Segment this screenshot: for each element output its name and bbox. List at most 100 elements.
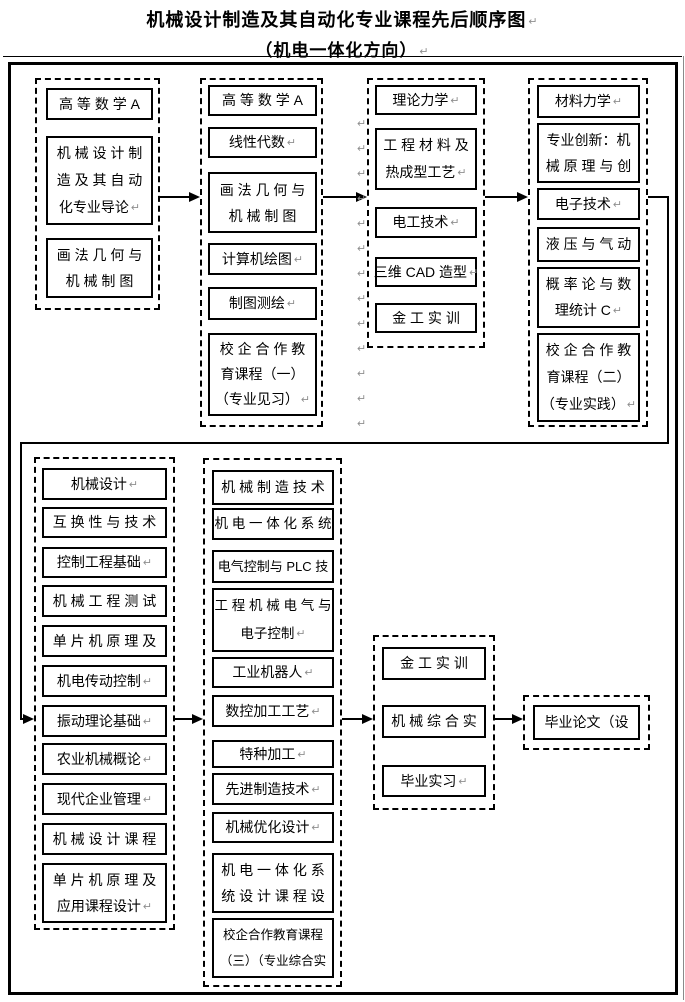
connector-line bbox=[160, 196, 192, 198]
arrow-right-icon bbox=[192, 714, 203, 724]
course-box-mcu-application-design: 单 片 机 原 理 及应用课程设计↵ bbox=[42, 863, 167, 923]
course-box-text: 校 企 合 作 教 bbox=[219, 340, 306, 357]
course-box-computer-drawing: 计算机绘图↵ bbox=[208, 243, 317, 275]
return-mark-icon: ↵ bbox=[357, 393, 367, 405]
course-box-mech-comprehensive-practice: 机 械 综 合 实 bbox=[382, 705, 486, 738]
arrow-right-icon bbox=[356, 192, 367, 202]
course-box-electrician-technology: 电工技术↵ bbox=[375, 207, 477, 238]
return-mark-icon: ↵ bbox=[142, 900, 153, 913]
connector-line bbox=[485, 196, 520, 198]
course-box-descriptive-geometry-1: 画 法 几 何 与机 械 制 图 bbox=[46, 238, 153, 298]
course-box-linear-algebra: 线性代数↵ bbox=[208, 127, 317, 158]
course-box-text: 特种加工↵ bbox=[239, 745, 307, 762]
return-mark-icon: ↵ bbox=[142, 675, 153, 688]
course-box-industrial-robots: 工业机器人↵ bbox=[212, 657, 334, 688]
course-box-text: 机 电 一 体 化 系 bbox=[221, 862, 325, 878]
course-box-text: 电子技术↵ bbox=[554, 195, 623, 212]
course-group-term1 bbox=[35, 78, 160, 310]
course-box-agricultural-machinery: 农业机械概论↵ bbox=[42, 743, 167, 775]
return-mark-icon: ↵ bbox=[458, 775, 468, 788]
return-mark-icon: ↵ bbox=[357, 268, 367, 280]
course-group-term8 bbox=[523, 695, 650, 750]
return-mark-icon: ↵ bbox=[311, 783, 321, 796]
course-box-special-machining: 特种加工↵ bbox=[212, 740, 334, 768]
connector-line bbox=[175, 718, 195, 720]
course-box-text: 先进制造技术↵ bbox=[225, 780, 321, 797]
return-mark-icon: ↵ bbox=[142, 793, 153, 806]
return-mark-icon: ↵ bbox=[450, 94, 460, 107]
course-box-text: 统 设 计 课 程 设 bbox=[221, 888, 325, 904]
course-group-term7 bbox=[373, 635, 495, 810]
course-box-text: 工业机器人↵ bbox=[232, 663, 314, 680]
return-mark-icon: ↵ bbox=[357, 118, 367, 130]
return-mark-icon: ↵ bbox=[469, 266, 479, 279]
course-box-text: 制图测绘↵ bbox=[228, 294, 297, 311]
course-box-text: 毕业论文（设 bbox=[544, 714, 629, 730]
course-box-text: 高 等 数 学 A bbox=[222, 92, 303, 108]
course-box-mech-engineering-testing: 机 械 工 程 测 试 bbox=[42, 585, 167, 617]
connector-line bbox=[667, 196, 669, 444]
return-mark-icon: ↵ bbox=[142, 556, 153, 569]
course-box-electronic-technology: 电子技术↵ bbox=[537, 188, 640, 220]
return-mark-icon: ↵ bbox=[357, 368, 367, 380]
course-box-control-engineering: 控制工程基础↵ bbox=[42, 547, 167, 578]
connector-line bbox=[20, 442, 22, 720]
return-mark-icon: ↵ bbox=[357, 143, 367, 155]
return-mark-icon: ↵ bbox=[311, 821, 321, 834]
course-box-school-enterprise-course-1: 校 企 合 作 教育课程（一） （专业见习）↵ bbox=[208, 333, 317, 416]
course-group-term3 bbox=[367, 78, 485, 348]
arrow-right-icon bbox=[512, 714, 523, 724]
course-box-construction-machinery-electrics: 工 程 机 械 电 气 与电子控制↵ bbox=[212, 588, 334, 652]
course-box-text: 育课程（一） bbox=[220, 365, 305, 382]
course-box-text: （专业见习）↵ bbox=[214, 390, 311, 407]
course-box-text: （三）（专业综合实 bbox=[219, 954, 327, 968]
course-box-mech-optimization-design: 机械优化设计↵ bbox=[212, 812, 334, 843]
return-mark-icon: ↵ bbox=[528, 16, 539, 28]
course-box-text: 线性代数↵ bbox=[228, 133, 297, 150]
connector-line bbox=[20, 442, 669, 444]
return-mark-icon: ↵ bbox=[142, 715, 153, 728]
course-box-text: 电工技术↵ bbox=[392, 213, 460, 230]
course-box-advanced-math-a: 高 等 数 学 A bbox=[46, 88, 153, 120]
return-mark-icon: ↵ bbox=[130, 201, 141, 214]
course-box-text: 理统计 C↵ bbox=[554, 302, 623, 318]
course-box-text: 工 程 机 械 电 气 与 bbox=[214, 598, 332, 613]
course-box-material-mechanics: 材料力学↵ bbox=[537, 85, 640, 118]
arrow-right-icon bbox=[362, 714, 373, 724]
course-box-text: 理论力学↵ bbox=[392, 91, 460, 108]
course-box-text: 液 压 与 气 动 bbox=[545, 236, 632, 252]
return-mark-icon: ↵ bbox=[286, 297, 297, 310]
course-box-major-innovation: 专业创新：机械 原 理 与 创 bbox=[537, 123, 640, 183]
connector-line bbox=[323, 196, 359, 198]
page-edge-line bbox=[683, 56, 684, 1000]
course-box-text: 专业创新：机 bbox=[546, 132, 631, 148]
course-box-text: （专业实践）↵ bbox=[540, 395, 637, 412]
course-box-text: 概 率 论 与 数 bbox=[545, 276, 632, 292]
arrow-right-icon bbox=[517, 192, 528, 202]
course-group-term6 bbox=[203, 458, 342, 987]
return-mark-icon: ↵ bbox=[296, 628, 306, 640]
return-mark-icon: ↵ bbox=[612, 305, 623, 317]
return-mark-icon: ↵ bbox=[357, 168, 367, 180]
course-box-advanced-math-a2: 高 等 数 学 A bbox=[208, 85, 317, 116]
course-box-advanced-manufacturing: 先进制造技术↵ bbox=[212, 773, 334, 805]
course-box-text: 机 电 一 体 化 系 统 bbox=[214, 516, 332, 531]
course-box-text: 机 械 综 合 实 bbox=[391, 713, 477, 729]
course-box-text: 械 原 理 与 创 bbox=[545, 158, 632, 174]
page-subtitle: （机电一体化方向）↵ bbox=[255, 41, 430, 60]
course-box-text: 画 法 几 何 与 bbox=[56, 247, 143, 263]
course-box-text: 控制工程基础↵ bbox=[56, 553, 153, 570]
course-box-text: 金 工 实 训 bbox=[400, 655, 468, 671]
course-box-text: 画 法 几 何 与 bbox=[219, 181, 306, 198]
course-box-mcu-principles: 单 片 机 原 理 及 bbox=[42, 625, 167, 657]
course-box-text: 机电传动控制↵ bbox=[56, 672, 153, 689]
course-box-text: 毕业实习↵ bbox=[400, 772, 468, 789]
course-box-text: 造 及 其 自 动 bbox=[56, 171, 143, 188]
course-box-electrical-control-plc: 电气控制与 PLC 技 bbox=[212, 550, 334, 583]
course-box-text: 互 换 性 与 技 术 bbox=[52, 514, 157, 530]
course-box-probability-statistics: 概 率 论 与 数理统计 C↵ bbox=[537, 267, 640, 328]
course-box-text: 机 械 设 计 制 bbox=[56, 144, 143, 161]
course-box-text: 化专业导论↵ bbox=[58, 198, 141, 215]
course-box-text: 计算机绘图↵ bbox=[221, 250, 304, 267]
